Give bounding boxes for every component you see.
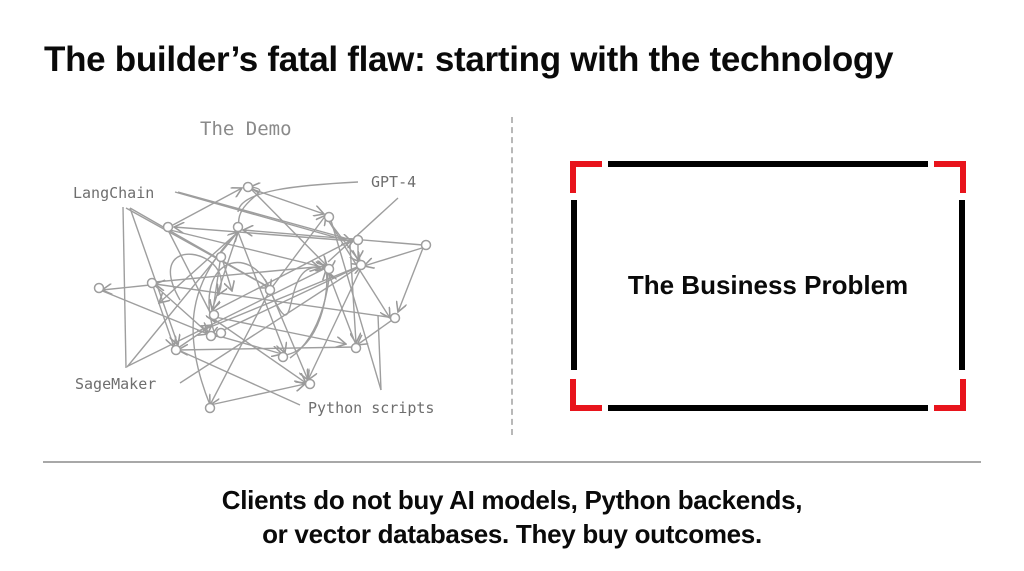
business-problem-frame: The Business Problem (570, 160, 966, 412)
tangled-network-diagram: LangChain GPT-4 SageMaker Python scripts (73, 173, 434, 417)
label-gpt4: GPT-4 (371, 173, 416, 191)
business-problem-label: The Business Problem (627, 270, 909, 300)
label-python-scripts: Python scripts (308, 399, 434, 417)
horizontal-divider (43, 461, 981, 463)
frame-brackets (570, 161, 966, 411)
tagline-line-1: Clients do not buy AI models, Python bac… (221, 485, 803, 515)
tagline-line-2: or vector databases. They buy outcomes. (262, 519, 762, 549)
vertical-divider (511, 117, 513, 435)
demo-heading: The Demo (200, 118, 292, 140)
label-langchain: LangChain (73, 184, 154, 202)
corner-brackets (570, 161, 966, 411)
tagline: Clients do not buy AI models, Python bac… (0, 483, 1024, 551)
label-sagemaker: SageMaker (75, 375, 156, 393)
network-nodes (93, 181, 432, 414)
slide-title: The builder’s fatal flaw: starting with … (44, 40, 894, 79)
